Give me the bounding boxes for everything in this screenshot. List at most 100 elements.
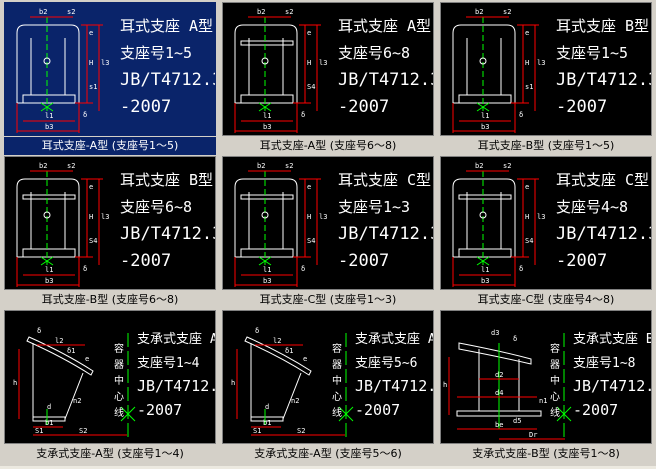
dimension-label: b3 [481,277,489,285]
base-plate [458,248,512,258]
dimension-label: δ [37,327,41,335]
drawing-title-line: 支承式支座 B型 [573,332,651,347]
dimension-label: H [89,59,93,67]
dimension-label: l1 [263,266,271,274]
top-plate [458,194,512,200]
thumbnail-caption[interactable]: 支承式支座-A型 (支座号5～6) [254,447,402,460]
dimension-label: b2 [257,162,265,170]
drawing-title-line: 支座号1~4 [137,356,200,371]
drawing-title-line: -2007 [120,97,171,117]
dimension-label: S4 [307,237,315,245]
thumbnail-caption[interactable]: 耳式支座-C型 (支座号1～3) [259,293,397,306]
drawing-title-line: JB/T4712.3 [338,70,433,90]
cross-mark [556,406,572,422]
dimension-label: h [443,381,447,389]
base-plate [22,94,76,104]
drawing-title-line: 支承式支座 A型 [137,332,215,347]
bolt-hole [479,211,487,219]
cross-mark [338,406,354,422]
drawing-title-line: -2007 [556,251,607,271]
vertical-label: 容器中心线 [548,342,560,423]
dimension-label: e [307,183,311,191]
dimension-label: S1 [35,427,43,435]
dimension-label: b1 [263,419,271,427]
drawing-title-line: 支座号1~5 [556,44,628,62]
thumbnail-caption[interactable]: 耳式支座-A型 (支座号6～8) [259,139,397,152]
drawing-title-line: JB/T4712.4 [137,377,215,395]
drawing-title-line: 耳式支座 C型 [338,171,431,189]
dimension-label: S2 [297,427,305,435]
support-outline [452,178,516,258]
thumbnail-caption[interactable]: 支承式支座-A型 (支座号1～4) [36,447,184,460]
bolt-hole [479,57,487,65]
dimension-label: e [307,29,311,37]
drawing-title-line: 耳式支座 A型 [338,17,431,35]
dimension-label: l3 [537,213,545,221]
support-outline [234,178,298,258]
dimension-label: d4 [495,389,503,397]
dimension-label: δ [83,111,87,119]
support-outline [16,178,80,258]
drawing-title-line: 支座号4~8 [556,198,628,216]
dimension-label: δ1 [285,347,293,355]
dimension-label: e [85,355,89,363]
bolt-hole [261,57,269,65]
thumbnail-caption[interactable]: 耳式支座-B型 (支座号1～5) [477,139,615,152]
dimension-label: b2 [475,162,483,170]
dimension-label: s1 [89,83,97,91]
dimension-label: δ [519,111,523,119]
dimension-label: s2 [285,8,293,16]
drawing-title-line: JB/T4712.3 [120,224,215,244]
drawing-title-line: 支座号6~8 [120,198,192,216]
dimension-label: b3 [481,123,489,131]
dimension-label: b2 [257,8,265,16]
thumbnail-caption[interactable]: 耳式支座-A型 (支座号1～5) [4,137,216,155]
base-plate [240,94,294,104]
dimension-label: δ [519,265,523,273]
bolt-hole [261,211,269,219]
support-outline [234,24,298,104]
support-outline [452,24,516,104]
drawing-title-line: 支座号5~6 [355,356,417,371]
dimension-label: l3 [319,213,327,221]
drawing-title-line: -2007 [338,97,389,117]
dimension-label: s2 [285,162,293,170]
cross-mark [258,102,272,112]
thumbnail-caption[interactable]: 耳式支座-B型 (支座号6～8) [41,293,179,306]
base-plate [240,248,294,258]
thumbnail-caption[interactable]: 耳式支座-C型 (支座号4～8) [477,293,615,306]
dimension-label: H [525,213,529,221]
drawing-title-line: JB/T4712.3 [338,224,433,244]
cross-mark [40,102,54,112]
leg [282,372,302,420]
dimension-label: s2 [503,162,511,170]
thumbnail-caption[interactable]: 支承式支座-B型 (支座号1～8) [472,447,620,460]
base-plate [22,248,76,258]
dimension-label: h [13,379,17,387]
dimension-label: δ [255,327,259,335]
dimension-label: S4 [307,83,315,91]
drawing-title-line: -2007 [338,251,389,271]
cross-mark [476,102,490,112]
bolt-hole [43,57,51,65]
top-plate [22,194,76,200]
